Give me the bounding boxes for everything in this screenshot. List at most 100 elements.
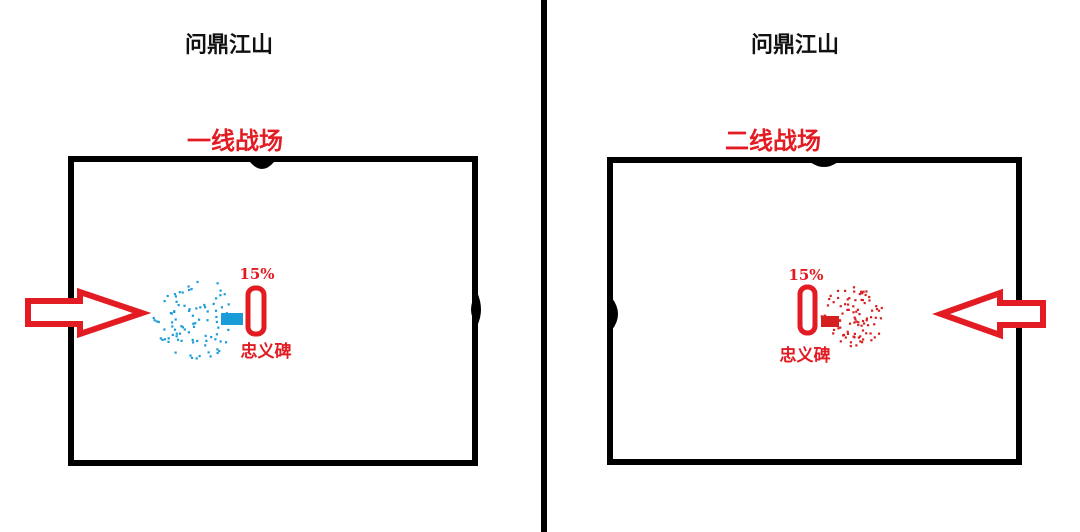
troop-dot — [877, 332, 881, 335]
troop-dot — [167, 337, 170, 340]
troop-dot — [175, 335, 178, 338]
left-monument-label: 忠义碑 — [241, 341, 292, 362]
troop-dot — [218, 350, 221, 353]
troop-dot — [194, 322, 197, 325]
troop-dot — [217, 326, 220, 329]
troop-dot — [832, 301, 835, 304]
troop-dot — [176, 338, 180, 341]
troop-dot — [163, 338, 166, 341]
troop-dot — [214, 309, 218, 312]
troop-dot — [227, 328, 230, 331]
troop-dot — [190, 288, 193, 291]
right-monument-percent: 15% — [788, 266, 823, 284]
troop-dot — [854, 299, 857, 302]
troop-dot — [847, 308, 850, 311]
troop-dot — [220, 306, 223, 309]
right-attack-arrow — [932, 288, 1046, 340]
troop-dot — [849, 341, 852, 344]
troop-dot — [187, 331, 190, 334]
troop-dot — [163, 328, 166, 331]
troop-dot — [849, 345, 852, 348]
troop-dot — [157, 320, 160, 324]
troop-dot — [216, 351, 219, 355]
troop-dot — [207, 351, 210, 354]
troop-dot — [853, 336, 856, 339]
troop-dot — [178, 291, 181, 294]
troop-dot — [852, 311, 855, 314]
troop-dot — [853, 321, 856, 324]
troop-dot — [187, 285, 190, 288]
troop-dot — [865, 319, 868, 322]
troop-dot — [860, 298, 863, 301]
troop-dot — [832, 328, 836, 331]
troop-dot — [192, 325, 196, 328]
left-top-gate-marker — [250, 157, 274, 169]
troop-dot — [198, 318, 201, 321]
troop-dot — [877, 309, 881, 312]
troop-dot — [875, 308, 879, 311]
troop-dot — [857, 323, 860, 327]
troop-dot — [860, 291, 863, 294]
troop-dot — [844, 303, 847, 306]
troop-dot — [180, 339, 183, 342]
troop-dot — [171, 325, 174, 328]
troop-dot — [857, 336, 860, 339]
troop-dot — [203, 303, 206, 307]
troop-dot — [216, 282, 219, 285]
troop-dot — [215, 315, 218, 319]
troop-dot — [167, 340, 170, 343]
troop-dot — [880, 306, 883, 310]
troop-dot — [206, 310, 209, 313]
right-panel: 问鼎江山 二线战场 15% 忠义碑 — [607, 32, 1046, 465]
troop-dot — [829, 294, 832, 297]
troop-dot — [159, 337, 162, 340]
troop-dot — [837, 327, 840, 330]
troop-dot — [865, 290, 868, 293]
troop-dot — [853, 290, 856, 293]
troop-dot — [190, 356, 194, 359]
troop-dot — [870, 316, 873, 319]
left-attack-arrow — [25, 287, 152, 339]
troop-dot — [173, 310, 176, 313]
troop-dot — [858, 313, 861, 316]
troop-dot — [868, 299, 871, 302]
troop-dot — [174, 351, 177, 354]
troop-dot — [181, 326, 184, 329]
center-divider — [541, 0, 547, 532]
troop-dot — [832, 332, 835, 335]
troop-dot — [174, 318, 177, 321]
troop-dot — [861, 299, 864, 302]
troop-dot — [856, 308, 859, 311]
left-front-label: 一线战场 — [187, 126, 283, 155]
troop-dot — [873, 323, 876, 326]
troop-dot — [846, 298, 849, 301]
right-troop-banner — [821, 316, 839, 327]
right-monument-label: 忠义碑 — [780, 345, 831, 366]
troop-dot — [173, 328, 177, 331]
troop-dot — [166, 294, 169, 298]
troop-dot — [188, 309, 191, 312]
troop-dot — [853, 316, 856, 319]
left-troop-banner — [221, 313, 243, 325]
troop-dot — [848, 297, 851, 300]
left-panel-title: 问鼎江山 — [185, 32, 273, 58]
troop-dot — [857, 321, 860, 324]
troop-dot — [152, 316, 155, 320]
troop-dot — [861, 341, 864, 344]
troop-dot — [826, 304, 830, 307]
troop-dot — [844, 289, 847, 292]
troop-dot — [859, 335, 862, 338]
troop-dot — [853, 332, 856, 335]
troop-dot — [862, 290, 865, 293]
troop-dot — [199, 306, 202, 309]
troop-dot — [188, 308, 191, 311]
troop-dot — [859, 340, 862, 343]
troop-dot — [195, 307, 198, 310]
troop-dot — [836, 289, 840, 292]
troop-dot — [867, 324, 870, 327]
troop-dot — [868, 295, 871, 299]
troop-dot — [865, 317, 868, 320]
troop-dot — [219, 340, 222, 343]
troop-dot — [852, 286, 856, 289]
